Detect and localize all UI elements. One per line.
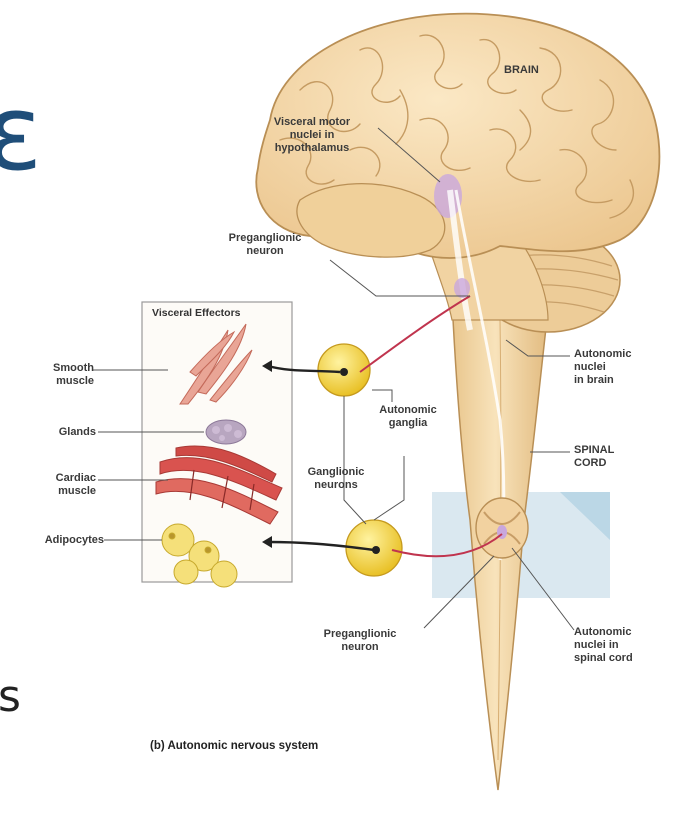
label-brain: BRAIN: [504, 64, 539, 77]
label-autonomic-ganglia: Autonomic ganglia: [368, 404, 448, 430]
label-ganglionic-neurons: Ganglionic neurons: [296, 466, 376, 492]
glands-illustration: [206, 420, 246, 444]
label-preganglionic-neuron-bottom: Preganglionic neuron: [300, 628, 420, 654]
label-spinal-cord: SPINAL CORD: [574, 444, 654, 470]
label-visceral-motor-nuclei: Visceral motor nuclei in hypothalamus: [252, 116, 372, 155]
label-autonomic-nuclei-spinal-cord: Autonomic nuclei in spinal cord: [574, 626, 684, 665]
label-autonomic-nuclei-brain: Autonomic nuclei in brain: [574, 348, 674, 387]
label-smooth-muscle: Smooth muscle: [30, 362, 94, 388]
label-preganglionic-neuron-top: Preganglionic neuron: [200, 232, 330, 258]
label-glands: Glands: [40, 426, 96, 439]
figure-caption: (b) Autonomic nervous system: [150, 740, 318, 752]
label-adipocytes: Adipocytes: [18, 534, 104, 547]
label-cardiac-muscle: Cardiac muscle: [30, 472, 96, 498]
label-visceral-effectors: Visceral Effectors: [152, 307, 241, 319]
